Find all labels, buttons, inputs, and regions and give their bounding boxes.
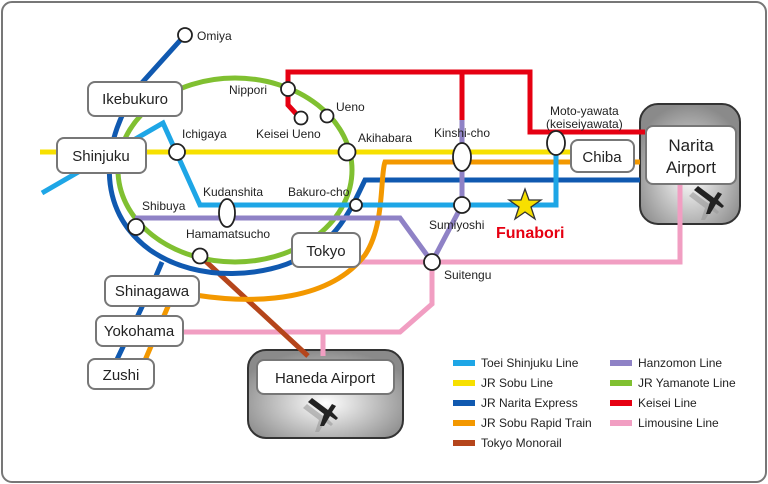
legend-item: JR Narita Express [453,396,578,410]
label-ichigaya: Ichigaya [182,127,227,141]
hub-tokyo[interactable]: Tokyo [291,232,361,268]
legend-label: Keisei Line [638,396,697,410]
legend-label: Hanzomon Line [638,356,722,370]
line-limousine [180,180,683,356]
label-chiba: Chiba [582,149,622,166]
station-kudanshita[interactable] [218,198,236,228]
station-sumiyoshi[interactable] [453,196,471,214]
station-shibuya[interactable] [127,218,145,236]
station-hamamatsucho[interactable] [191,247,209,265]
hub-yokohama[interactable]: Yokohama [95,315,184,347]
hub-shinagawa[interactable]: Shinagawa [104,275,200,307]
station-kinshicho[interactable] [452,142,472,172]
station-suitengu[interactable] [423,253,441,271]
legend-item: Hanzomon Line [610,356,722,370]
label-omiya: Omiya [197,29,232,43]
label-ikebukuro: Ikebukuro [102,91,168,108]
label-zushi: Zushi [103,367,140,384]
station-keisei-ueno[interactable] [293,110,309,126]
hub-chiba[interactable]: Chiba [570,139,635,173]
legend-label: Tokyo Monorail [481,436,562,450]
label-nippori: Nippori [229,83,267,97]
hub-narita-airport[interactable]: Narita Airport [645,125,737,185]
station-ichigaya[interactable] [168,143,186,161]
legend-label: JR Sobu Line [481,376,553,390]
hub-zushi[interactable]: Zushi [87,358,155,390]
label-hamamatsucho: Hamamatsucho [186,227,270,241]
hub-haneda-airport[interactable]: Haneda Airport [256,359,395,395]
legend-swatch [610,360,632,366]
label-ueno: Ueno [336,100,365,114]
legend-swatch [610,380,632,386]
label-motoyawata-sub: (keiseiyawata) [546,117,623,131]
hub-ikebukuro[interactable]: Ikebukuro [87,81,183,117]
legend-label: Limousine Line [638,416,719,430]
legend-swatch [610,400,632,406]
legend-item: Toei Shinjuku Line [453,356,579,370]
label-shibuya: Shibuya [142,199,186,213]
label-yokohama: Yokohama [104,323,175,340]
star-icon [506,187,544,221]
label-kudanshita: Kudanshita [203,185,263,199]
station-motoyawata[interactable] [546,130,566,156]
legend-swatch [453,440,475,446]
legend: Toei Shinjuku Line JR Sobu Line JR Narita … [453,356,736,450]
station-ueno[interactable] [319,108,335,124]
label-bakurocho: Bakuro-cho [288,185,350,199]
label-shinjuku: Shinjuku [72,148,130,165]
label-sumiyoshi: Sumiyoshi [429,218,484,232]
label-keisei-ueno: Keisei Ueno [256,127,321,141]
hub-shinjuku[interactable]: Shinjuku [56,137,147,174]
legend-swatch [453,420,475,426]
label-funabori[interactable]: Funabori [496,225,564,242]
legend-item: JR Yamanote Line [610,376,736,390]
label-tokyo: Tokyo [306,243,345,260]
station-nippori[interactable] [280,81,296,97]
label-suitengu: Suitengu [444,268,491,282]
legend-swatch [610,420,632,426]
legend-item: JR Sobu Line [453,376,553,390]
legend-item: Limousine Line [610,416,719,430]
label-haneda: Haneda Airport [275,370,376,387]
label-shinagawa: Shinagawa [115,283,190,300]
label-akihabara: Akihabara [358,131,412,145]
line-keisei [285,69,645,135]
legend-label: JR Yamanote Line [638,376,736,390]
legend-item: JR Sobu Rapid Train [453,416,592,430]
legend-swatch [453,360,475,366]
label-narita-airport: Airport [666,158,716,177]
label-narita: Narita [668,136,714,155]
station-akihabara[interactable] [337,142,357,162]
legend-item: Tokyo Monorail [453,436,562,450]
station-bakurocho[interactable] [349,198,363,212]
label-motoyawata: Moto-yawata [550,104,619,118]
legend-swatch [453,380,475,386]
legend-item: Keisei Line [610,396,697,410]
label-kinshicho: Kinshi-cho [434,126,490,140]
legend-swatch [453,400,475,406]
legend-label: JR Narita Express [481,396,578,410]
legend-label: JR Sobu Rapid Train [481,416,592,430]
legend-label: Toei Shinjuku Line [481,356,579,370]
station-omiya[interactable] [177,27,193,43]
